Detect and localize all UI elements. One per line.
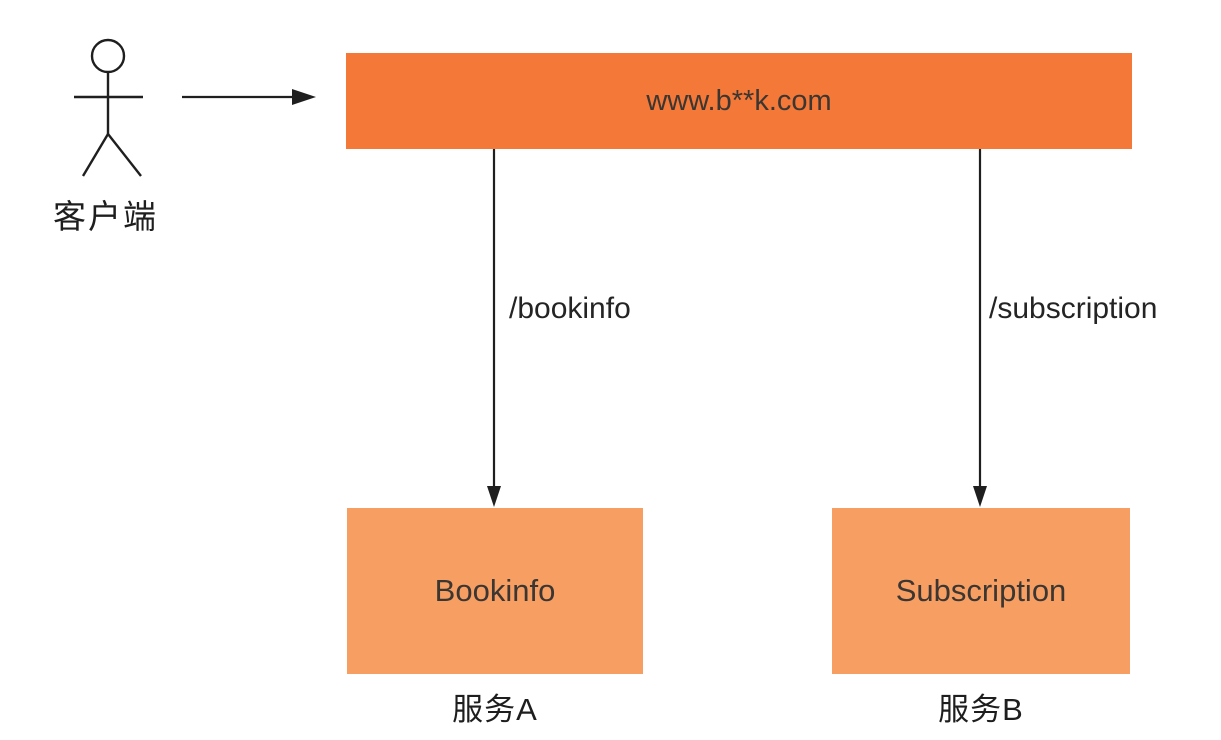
gateway-label: www.b**k.com — [646, 84, 832, 117]
service-box-subscription: Subscription — [832, 508, 1130, 674]
stick-figure-head — [90, 38, 126, 74]
service-name-subscription: Subscription — [895, 573, 1067, 608]
stick-figure-right-leg — [107, 133, 142, 177]
service-caption-b: 服务B — [938, 692, 1024, 727]
client-to-gateway-arrow — [182, 89, 316, 105]
service-box-bookinfo: Bookinfo — [347, 508, 643, 674]
down-arrow-head — [973, 486, 987, 507]
client-label: 客户端 — [53, 198, 158, 235]
right-arrow-head — [292, 89, 316, 105]
route-path-label-bookinfo: /bookinfo — [509, 292, 631, 325]
stick-figure-left-leg — [81, 133, 110, 177]
route-path-label-subscription: /subscription — [989, 292, 1158, 325]
service-name-bookinfo: Bookinfo — [434, 573, 556, 608]
gateway-to-bookinfo-arrow — [487, 148, 501, 507]
service-caption-a: 服务A — [452, 692, 538, 727]
gateway-box: www.b**k.com — [346, 53, 1132, 149]
down-arrow-head — [487, 486, 501, 507]
stick-figure-icon — [74, 38, 143, 177]
gateway-to-subscription-arrow — [973, 148, 987, 507]
